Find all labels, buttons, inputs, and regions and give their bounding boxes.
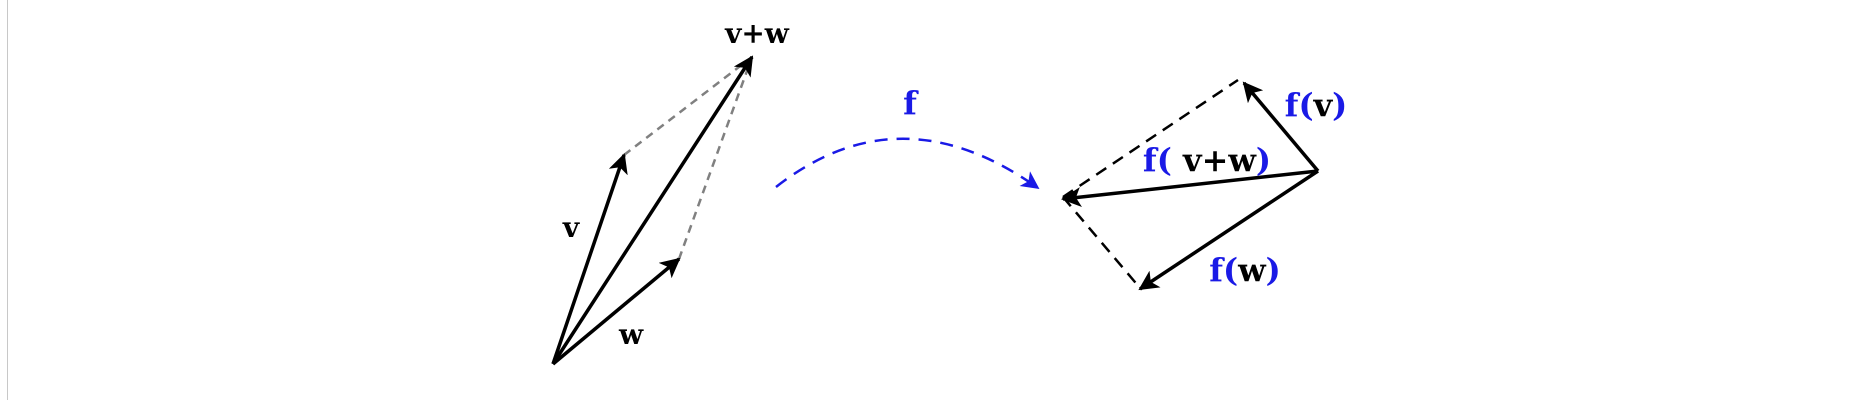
left-border-line [7,0,8,400]
label-f-of-v-plus-w: f( v+w) [1143,141,1271,179]
dashed-line-left [1062,196,1141,289]
domain-parallelogram: v w v+w [551,17,790,366]
construction-line-right [677,56,754,260]
label-w: w [618,318,644,351]
dashed-line-top [1062,78,1239,199]
vector-fv-arrow [1242,81,1320,173]
vector-fsum-arrow [1061,169,1319,207]
vector-fw-arrow [1138,169,1319,291]
label-f-of-v: f(v) [1285,86,1348,124]
label-f-of-w: f(w) [1209,251,1281,289]
map-f-arrow [775,137,1040,190]
vector-v-arrow [551,153,628,365]
label-v-plus-w: v+w [724,17,790,50]
construction-line-top [623,56,753,156]
map-f-label: f [903,84,919,122]
codomain-parallelogram: f(v) f( v+w) f(w) [1061,78,1348,291]
map-f: f [775,84,1040,190]
label-v: v [562,211,580,244]
vector-sum-arrow [551,55,754,365]
vector-w-arrow [551,257,681,366]
